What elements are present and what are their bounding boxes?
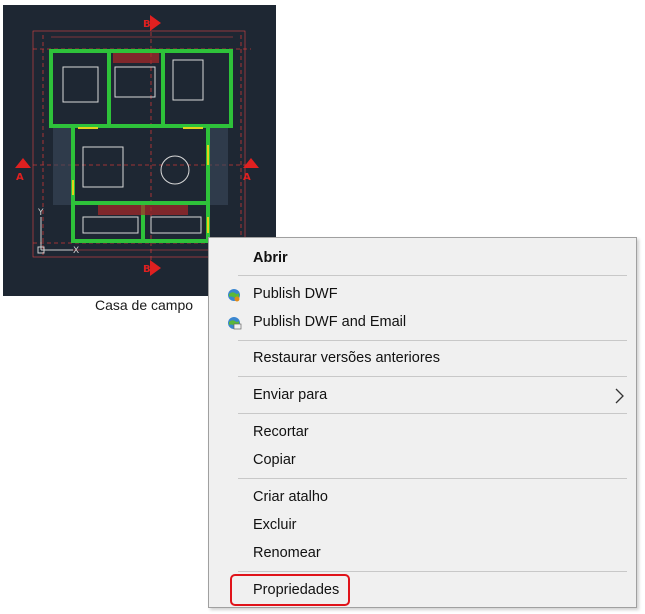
menu-item-create-shortcut-label: Criar atalho [253, 489, 328, 505]
menu-item-copy[interactable]: Copiar [210, 448, 635, 474]
menu-item-create-shortcut[interactable]: Criar atalho [210, 485, 635, 511]
menu-item-rename-label: Renomear [253, 545, 321, 561]
menu-item-properties[interactable]: Propriedades [210, 578, 635, 604]
menu-item-publish-dwf-email[interactable]: Publish DWF and Email [210, 310, 635, 336]
menu-item-send-to[interactable]: Enviar para [210, 383, 635, 409]
file-thumbnail[interactable]: B B A A Y X [3, 5, 276, 296]
menu-separator [238, 340, 627, 341]
menu-item-publish-dwf[interactable]: Publish DWF [210, 282, 635, 308]
svg-text:B: B [143, 264, 151, 275]
menu-separator [238, 275, 627, 276]
menu-item-send-to-label: Enviar para [253, 387, 328, 403]
menu-item-open-label: Abrir [253, 250, 288, 266]
menu-separator [238, 376, 627, 377]
globe-mail-icon [228, 317, 242, 330]
menu-item-restore-versions-label: Restaurar versões anteriores [253, 350, 440, 366]
context-menu: Abrir Publish DWF Publish DWF and Email … [208, 237, 637, 608]
menu-item-publish-dwf-email-label: Publish DWF and Email [253, 314, 407, 330]
globe-icon [228, 289, 240, 302]
menu-separator [238, 571, 627, 572]
svg-text:A: A [16, 172, 24, 183]
menu-item-cut[interactable]: Recortar [210, 420, 635, 446]
svg-text:X: X [73, 246, 79, 256]
menu-item-properties-label: Propriedades [253, 582, 340, 598]
menu-separator [238, 478, 627, 479]
menu-item-copy-label: Copiar [253, 452, 296, 468]
menu-item-restore-versions[interactable]: Restaurar versões anteriores [210, 346, 635, 372]
svg-text:Y: Y [37, 208, 44, 218]
menu-item-cut-label: Recortar [253, 424, 309, 440]
menu-separator [238, 413, 627, 414]
svg-text:A: A [243, 172, 251, 183]
menu-item-open[interactable]: Abrir [210, 246, 635, 272]
svg-text:B: B [143, 19, 151, 30]
menu-item-delete[interactable]: Excluir [210, 513, 635, 539]
chevron-right-icon [615, 388, 624, 404]
menu-item-publish-dwf-label: Publish DWF [253, 286, 338, 302]
menu-item-rename[interactable]: Renomear [210, 541, 635, 567]
menu-item-delete-label: Excluir [253, 517, 297, 533]
cad-floor-plan-icon: B B A A Y X [15, 15, 259, 276]
properties-highlight-box [230, 574, 350, 606]
file-name-label: Casa de campo [94, 297, 194, 313]
